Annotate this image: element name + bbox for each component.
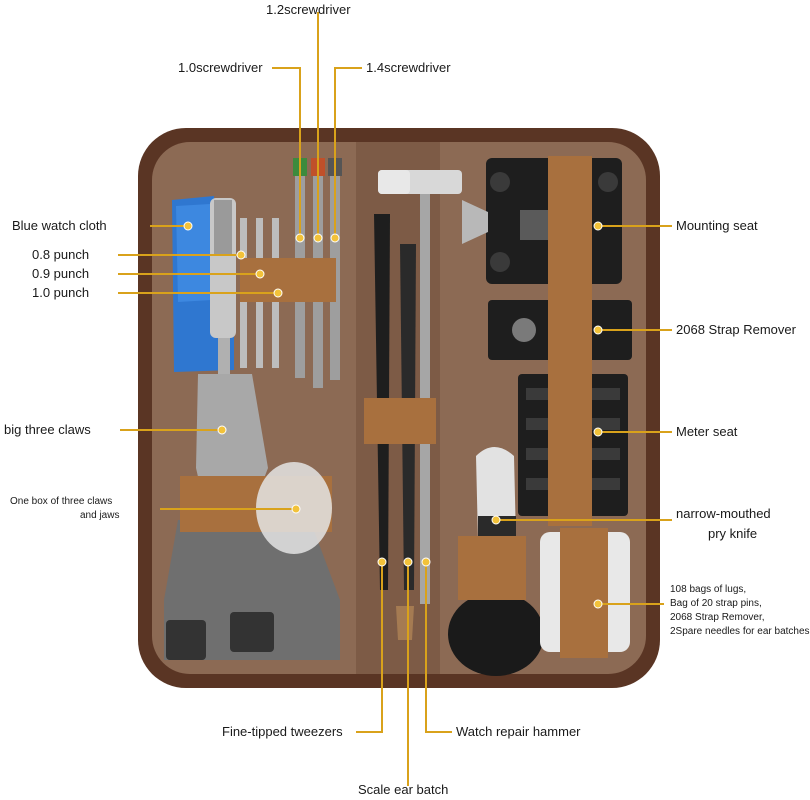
label-hammer: Watch repair hammer: [456, 724, 581, 739]
label-screwdriver-14: 1.4screwdriver: [366, 60, 451, 75]
strap-left-top: [240, 258, 336, 302]
label-bags-line1: 108 bags of lugs,: [670, 584, 747, 595]
label-screwdriver-10: 1.0screwdriver: [178, 60, 263, 75]
label-punch-08: 0.8 punch: [32, 247, 90, 262]
label-pry-knife-line1: narrow-mouthed: [676, 506, 771, 521]
label-punch-10: 1.0 punch: [32, 285, 90, 300]
label-strap-remover: 2068 Strap Remover: [676, 322, 796, 337]
label-screwdriver-12: 1.2screwdriver: [266, 2, 351, 17]
label-mounting-seat: Mounting seat: [676, 218, 758, 233]
label-punch-09: 0.9 punch: [32, 266, 90, 281]
label-pry-knife-line2: pry knife: [708, 526, 758, 541]
strap-right: [548, 156, 592, 526]
strap-bottom-center: [458, 536, 526, 600]
opener-base: [164, 520, 340, 660]
label-box-claws-line1: One box of three claws: [10, 496, 113, 507]
label-ear-batch: Scale ear batch: [358, 782, 449, 797]
label-big-three-claws: big three claws: [4, 422, 91, 437]
label-meter-seat: Meter seat: [676, 424, 738, 439]
mallet-head: [448, 592, 544, 676]
label-bags-line3: 2068 Strap Remover,: [670, 612, 765, 623]
label-blue-cloth: Blue watch cloth: [12, 218, 107, 233]
label-box-claws-line2: and jaws: [80, 510, 120, 521]
label-bags-line4: 2Spare needles for ear batches: [670, 626, 810, 637]
wing-nut: [462, 200, 488, 244]
label-bags-line2: Bag of 20 strap pins,: [670, 598, 762, 609]
strap-bottom-right: [560, 528, 608, 658]
strap-center: [364, 398, 436, 444]
label-tweezers: Fine-tipped tweezers: [222, 724, 343, 739]
